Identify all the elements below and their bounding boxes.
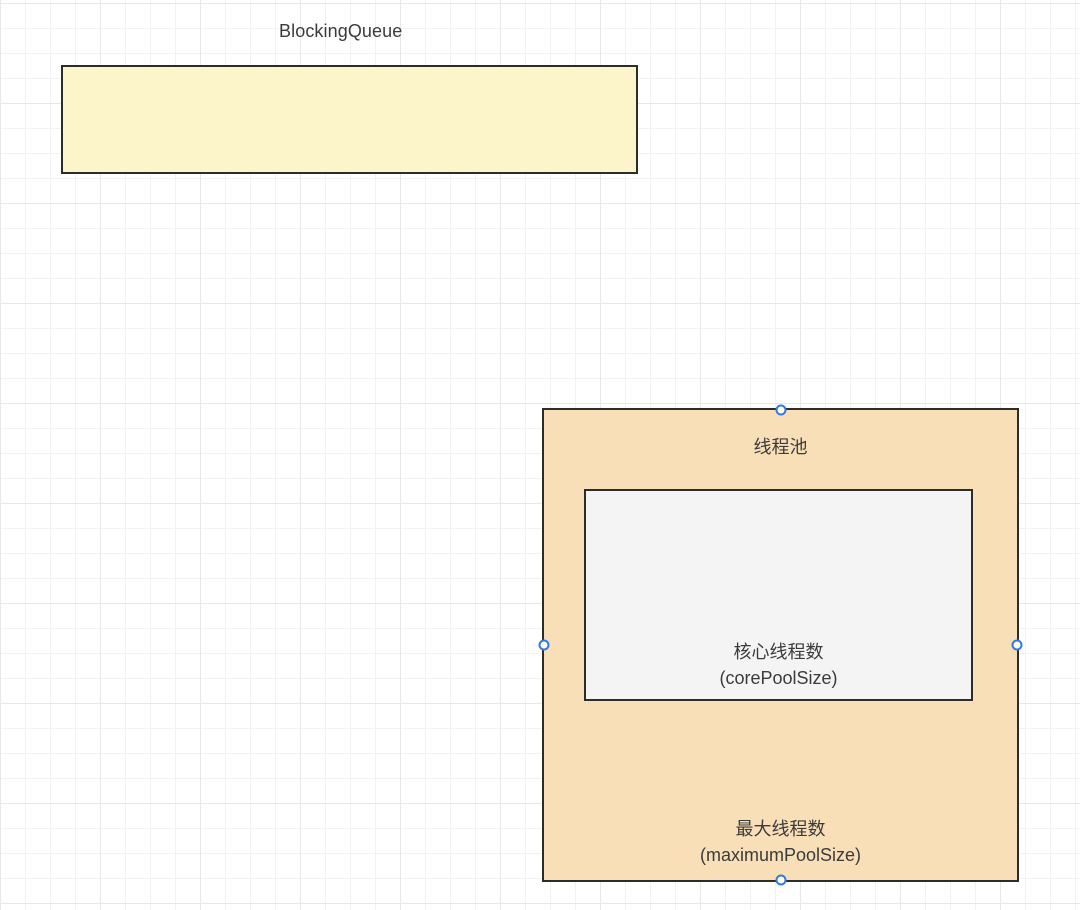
blocking-queue-label: BlockingQueue — [279, 21, 403, 41]
resize-handle-bottom[interactable] — [775, 874, 786, 886]
resize-handle-top[interactable] — [775, 404, 786, 416]
core-pool-label: 核心线程数 (corePoolSize) — [719, 642, 838, 688]
core-pool-shape[interactable]: 核心线程数 (corePoolSize) — [584, 489, 973, 701]
resize-handle-right[interactable] — [1011, 639, 1023, 651]
thread-pool-shape[interactable]: 线程池 核心线程数 (corePoolSize) 最大线程数 (maximumP… — [538, 404, 1023, 886]
blocking-queue-shape[interactable] — [61, 65, 638, 174]
resize-handle-left[interactable] — [538, 639, 550, 651]
thread-pool-title: 线程池 — [753, 437, 808, 457]
max-pool-label: 最大线程数 (maximumPoolSize) — [699, 819, 862, 865]
